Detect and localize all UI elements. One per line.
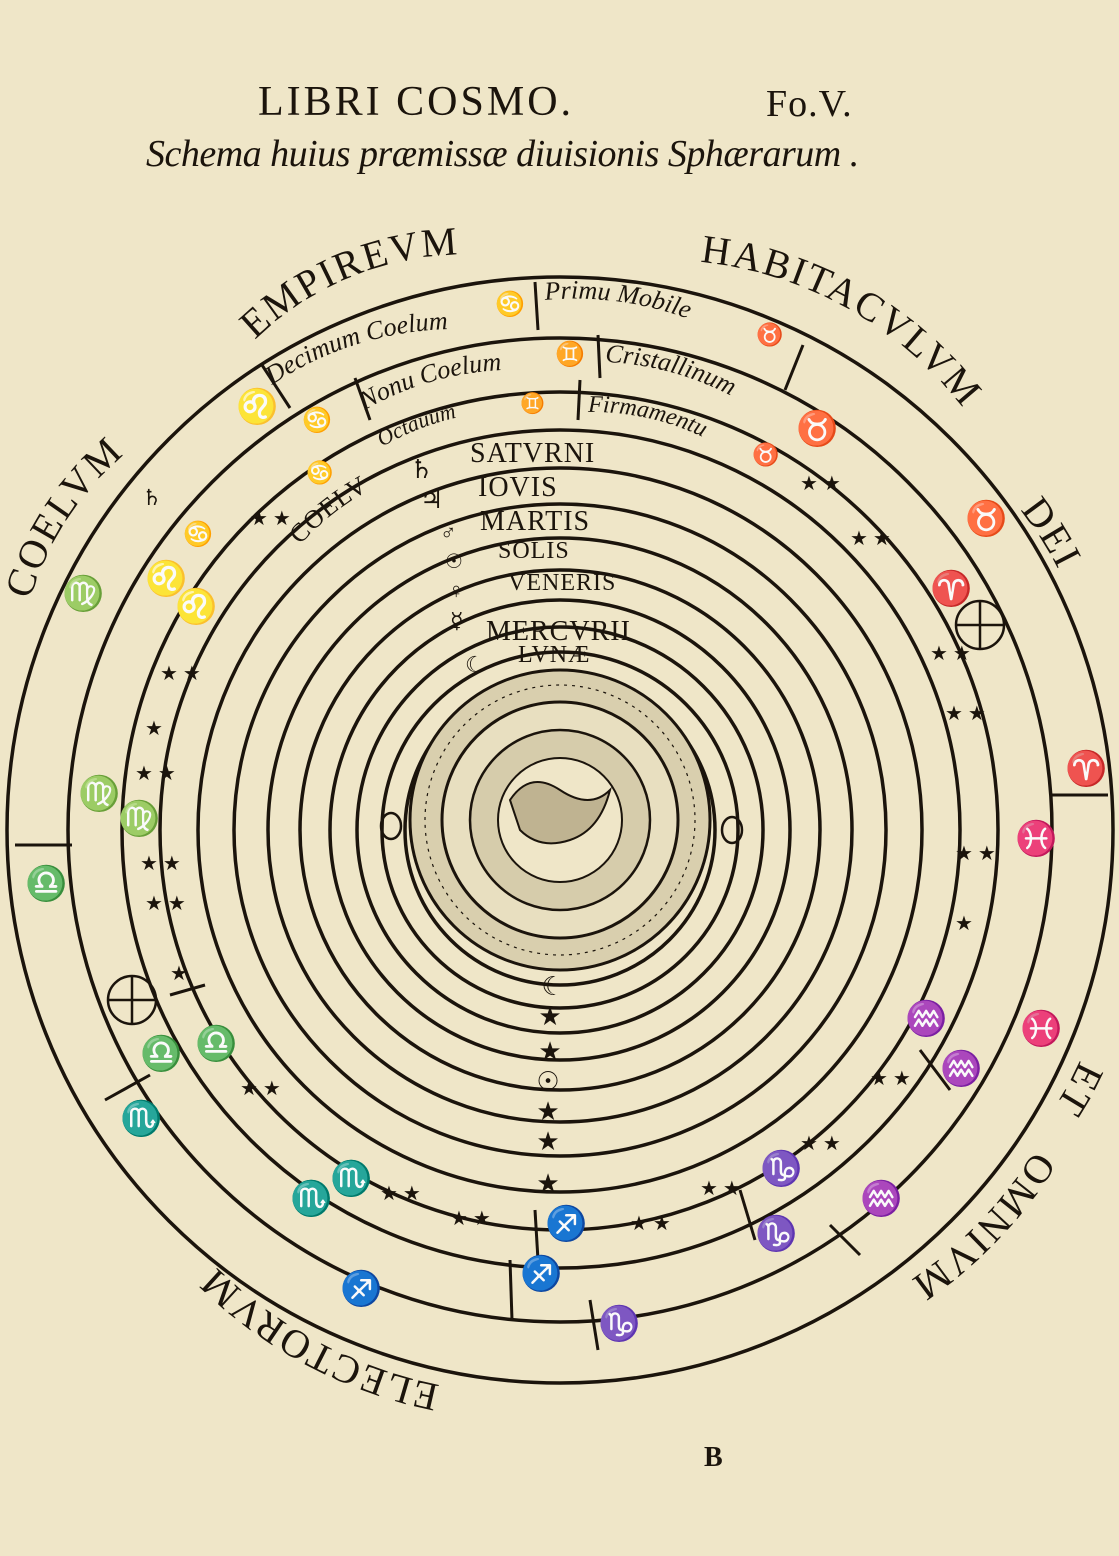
- svg-text:♒: ♒: [860, 1179, 902, 1218]
- svg-text:★ ★: ★ ★: [250, 508, 291, 530]
- svg-text:♍: ♍: [118, 799, 160, 838]
- martis-label: MARTIS: [480, 506, 590, 537]
- zodiac-signs: ♌ ♋ ♋ ♊ ♊ ♉ ♉ ♉ ♉ ♈ ♈ ♓ ♓ ♒ ♒ ♒ ♑ ♑ ♑ ♐ …: [25, 290, 1107, 1343]
- svg-text:♈: ♈: [930, 569, 972, 608]
- svg-text:★: ★: [538, 1002, 561, 1031]
- svg-text:♓: ♓: [1020, 1009, 1062, 1048]
- svg-text:★ ★: ★ ★: [870, 1068, 911, 1090]
- diagram-caption: Schema huius præmissæ diuisionis Sphærar…: [146, 133, 859, 175]
- svg-text:♄: ♄: [142, 485, 162, 510]
- running-title: LIBRI COSMO.: [258, 79, 575, 125]
- svg-text:♍: ♍: [62, 574, 104, 613]
- cristallinum-label: Cristallinum: [605, 339, 742, 401]
- svg-text:♍: ♍: [78, 774, 120, 813]
- svg-text:★ ★: ★ ★: [380, 1183, 421, 1205]
- svg-text:★: ★: [170, 963, 188, 985]
- svg-text:★ ★: ★ ★: [140, 853, 181, 875]
- svg-text:♋: ♋: [306, 460, 333, 485]
- svg-text:★ ★: ★ ★: [850, 528, 891, 550]
- svg-text:♈: ♈: [1065, 749, 1107, 788]
- svg-text:♐: ♐: [545, 1204, 587, 1243]
- planet-labels: SATVRNI COELV IOVIS MARTIS SOLIS VENERIS…: [283, 438, 631, 668]
- svg-text:♏: ♏: [290, 1179, 332, 1218]
- svg-text:★: ★: [145, 718, 163, 740]
- octauum-label: Octauum: [372, 398, 458, 451]
- svg-text:♋: ♋: [183, 520, 213, 548]
- svg-text:★: ★: [536, 1127, 559, 1156]
- svg-text:♎: ♎: [25, 864, 67, 903]
- lunae-label: LVNÆ: [518, 642, 590, 668]
- radial-dividers: [15, 281, 1108, 1351]
- svg-text:★ ★: ★ ★: [700, 1178, 741, 1200]
- svg-text:☉: ☉: [536, 1067, 559, 1096]
- svg-text:♏: ♏: [330, 1159, 372, 1198]
- zodiac-stars: ★ ★ ★ ★ ★ ★ ★ ★ ★ ★ ★ ★ ★ ★ ★ ★ ★ ★ ★ ★ …: [135, 473, 996, 1235]
- folio-number: Fo.V.: [766, 83, 853, 125]
- svg-text:♐: ♐: [520, 1254, 562, 1293]
- signature-mark: B: [704, 1442, 723, 1473]
- veneris-label: VENERIS: [508, 570, 616, 596]
- svg-text:♏: ♏: [120, 1099, 162, 1138]
- svg-text:★ ★: ★ ★: [955, 843, 996, 865]
- et-label: ET: [1047, 1056, 1112, 1125]
- svg-text:♄: ♄: [410, 455, 433, 484]
- omnium-label: OMNIVM: [904, 1145, 1065, 1310]
- svg-text:☉: ☉: [445, 551, 463, 573]
- iouis-label: IOVIS: [478, 472, 558, 503]
- svg-text:♐: ♐: [340, 1269, 382, 1308]
- svg-text:♑: ♑: [755, 1214, 797, 1253]
- svg-text:★ ★: ★ ★: [160, 663, 201, 685]
- svg-text:♃: ♃: [420, 485, 443, 514]
- svg-text:★ ★: ★ ★: [240, 1078, 281, 1100]
- svg-text:♒: ♒: [940, 1049, 982, 1088]
- svg-text:♉: ♉: [965, 499, 1007, 538]
- svg-text:♋: ♋: [302, 406, 332, 434]
- primum-mobile-label: Primu Mobile: [542, 276, 695, 325]
- solis-label: SOLIS: [498, 538, 570, 564]
- svg-text:♎: ♎: [195, 1024, 237, 1063]
- svg-text:★: ★: [536, 1097, 559, 1126]
- svg-text:★: ★: [955, 913, 973, 935]
- vertical-star-column: ☾ ★ ★ ☉ ★ ★ ★: [536, 972, 564, 1198]
- habitaculum-label: HABITACVLVM: [699, 226, 992, 415]
- svg-text:♉: ♉: [796, 409, 838, 448]
- svg-text:♂: ♂: [440, 520, 457, 545]
- svg-text:☿: ☿: [450, 608, 464, 633]
- svg-text:★ ★: ★ ★: [800, 1133, 841, 1155]
- svg-text:♓: ♓: [1015, 819, 1057, 858]
- svg-text:♉: ♉: [756, 322, 783, 347]
- running-head: LIBRI COSMO. Fo.V.: [0, 78, 1119, 128]
- svg-text:★: ★: [536, 1169, 559, 1198]
- svg-text:♌: ♌: [236, 387, 278, 426]
- svg-text:♑: ♑: [760, 1149, 802, 1188]
- svg-text:★ ★: ★ ★: [450, 1208, 491, 1230]
- side-circles: [106, 599, 1006, 1026]
- svg-text:♒: ♒: [905, 999, 947, 1038]
- svg-text:★ ★: ★ ★: [930, 643, 971, 665]
- svg-text:♎: ♎: [140, 1034, 182, 1073]
- svg-text:♀: ♀: [448, 578, 465, 603]
- mercurii-label: MERCVRII: [486, 616, 631, 647]
- svg-text:♌: ♌: [175, 587, 217, 626]
- svg-text:♑: ♑: [598, 1304, 640, 1343]
- earth-center: [408, 668, 712, 972]
- svg-text:★ ★: ★ ★: [145, 893, 186, 915]
- firmamentum-label: Firmamentu: [587, 392, 711, 443]
- svg-text:♉: ♉: [752, 442, 779, 467]
- svg-text:☾: ☾: [465, 652, 485, 677]
- svg-text:★ ★: ★ ★: [945, 703, 986, 725]
- svg-text:★ ★: ★ ★: [630, 1213, 671, 1235]
- svg-text:♊: ♊: [555, 340, 585, 368]
- svg-text:♋: ♋: [495, 290, 525, 318]
- electorum-label: ELECTORVM: [190, 1259, 442, 1420]
- svg-text:★ ★: ★ ★: [135, 763, 176, 785]
- svg-text:♊: ♊: [520, 391, 545, 415]
- svg-text:★: ★: [538, 1037, 561, 1066]
- saturni-label: SATVRNI: [470, 438, 595, 469]
- svg-text:★ ★: ★ ★: [800, 473, 841, 495]
- svg-text:☾: ☾: [541, 972, 564, 1001]
- svg-text:♌: ♌: [145, 559, 187, 598]
